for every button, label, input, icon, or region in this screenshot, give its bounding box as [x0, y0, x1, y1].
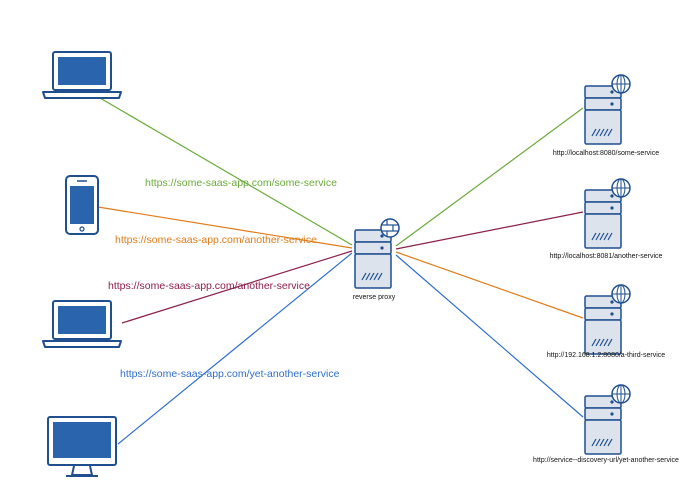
- connection-client1-proxy: [99, 97, 353, 246]
- firewall-badge-icon: [380, 218, 400, 238]
- connection-client4-proxy: [117, 252, 353, 445]
- globe-icon: [611, 384, 631, 404]
- service-label-4: http://service--discovery-url/yet-anothe…: [533, 457, 679, 464]
- globe-icon: [611, 178, 631, 198]
- service-label-3: http://192.168.1.2:8080/a-third-service: [547, 352, 665, 359]
- web-server-icon: [584, 284, 631, 355]
- connection-client3-proxy: [121, 250, 353, 324]
- connection-proxy-service1: [395, 107, 584, 247]
- laptop-icon: [42, 300, 122, 348]
- route-label-client2: https://some-saas-app.com/another-servic…: [115, 234, 317, 246]
- firewall-server-icon: [354, 218, 400, 289]
- route-label-client4: https://some-saas-app.com/yet-another-se…: [120, 368, 340, 380]
- smartphone-icon: [65, 175, 99, 235]
- connection-proxy-service2: [395, 211, 584, 250]
- proxy-label: reverse proxy: [353, 294, 396, 301]
- laptop-icon: [42, 51, 122, 99]
- connection-client2-proxy: [97, 206, 353, 249]
- route-label-client1: https://some-saas-app.com/some-service: [145, 177, 337, 189]
- connection-proxy-service3: [395, 251, 584, 319]
- web-server-icon: [584, 384, 631, 455]
- web-server-icon: [584, 178, 631, 249]
- service-label-2: http://localhost:8081/another-service: [550, 253, 663, 260]
- desktop-monitor-icon: [47, 416, 117, 477]
- globe-icon: [611, 74, 631, 94]
- globe-icon: [611, 284, 631, 304]
- connection-proxy-service4: [395, 254, 584, 418]
- service-label-1: http://localhost:8080/some-service: [553, 150, 659, 157]
- web-server-icon: [584, 74, 631, 145]
- route-label-client3: https://some-saas-app.com/another-servic…: [108, 280, 310, 292]
